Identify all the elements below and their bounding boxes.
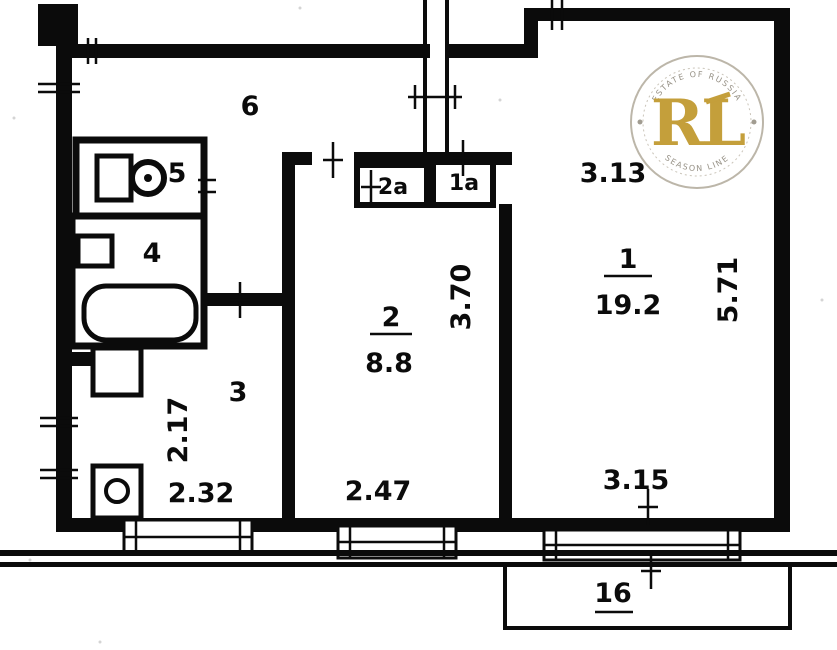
survey-tick-icon (550, 0, 564, 30)
top-wall-right (524, 8, 790, 21)
watermark-logo: ESTATE OF RUSSIA SEASON LINE RL (630, 55, 764, 189)
dim-room2-width: 2.47 (345, 476, 412, 507)
door-marks (38, 0, 661, 589)
bathtub-icon (81, 283, 199, 343)
hall-cabinet-icon (90, 345, 144, 398)
left-wall (56, 44, 72, 532)
watermark-disc (631, 56, 763, 188)
door-mark-icon (230, 282, 250, 318)
dim-hall-width: 2.32 (168, 478, 235, 509)
room-labels: 6 5 4 3 2 8.8 1 19.2 2а 1а 16 (143, 91, 662, 614)
scan-noise (12, 6, 824, 644)
dim-room1-depth: 5.71 (713, 257, 744, 324)
room-2-number: 2 (382, 302, 401, 333)
closet-2a-number: 2а (378, 175, 408, 200)
closet-1a-number: 1а (449, 171, 479, 196)
door-mark-icon (641, 553, 661, 589)
watermark-dot-left (637, 119, 643, 125)
toilet-bowl-center-icon (144, 174, 152, 182)
room2-left-wall (282, 152, 295, 525)
dim-hall-depth: 2.17 (163, 397, 194, 464)
door-mark-icon (453, 140, 473, 176)
survey-tick-icon (40, 416, 78, 428)
room-5-number: 5 (168, 158, 187, 189)
closet-2a-walls (354, 162, 430, 208)
watermark-ring (630, 55, 764, 189)
appliance-box-icon (90, 463, 144, 521)
toilet-bowl-icon (129, 159, 167, 197)
watermark-monogram: RL (651, 86, 745, 161)
monogram-crossbar-icon (705, 91, 731, 105)
room-1-area: 19.2 (595, 290, 662, 321)
watermark-dot-right (751, 119, 757, 125)
room-6-number: 6 (241, 91, 260, 122)
facade-lines (0, 550, 837, 630)
chimney-block (38, 4, 78, 46)
survey-tick-icon (38, 82, 80, 94)
balcony-outline (503, 567, 792, 630)
room-3-number: 3 (229, 377, 248, 408)
survey-tick-icon (198, 178, 216, 194)
right-wall (774, 8, 790, 532)
shaft-tick-icon (408, 85, 462, 109)
watermark-inner-ring (642, 67, 752, 177)
room2-right-wall (499, 204, 512, 525)
survey-tick-icon (40, 468, 78, 480)
top-wall-mid (447, 44, 532, 58)
cabinet-stub (72, 352, 93, 366)
door-mark-icon (638, 489, 658, 525)
top-wall-left (56, 44, 430, 58)
dimension-labels: 3.13 5.71 3.70 2.17 2.32 2.47 3.15 (163, 158, 744, 509)
survey-tick-icon (86, 38, 98, 64)
door-mark-icon (323, 142, 343, 178)
fixtures (72, 153, 199, 521)
balcony-number: 16 (594, 578, 632, 609)
dim-room2-depth: 3.70 (446, 264, 477, 331)
sink-icon (75, 233, 115, 269)
door-mark-icon (361, 170, 381, 204)
toilet-tank-icon (94, 153, 134, 203)
dim-balcony-width: 3.15 (603, 465, 670, 496)
dim-room1-width: 3.13 (580, 158, 647, 189)
room-2-area: 8.8 (365, 348, 413, 379)
window-1 (122, 518, 254, 556)
vent-shaft (423, 0, 449, 160)
room-4-number: 4 (143, 238, 162, 269)
facade-line-upper (0, 550, 837, 556)
room-1-number: 1 (619, 244, 638, 275)
appliance-dial-icon (104, 478, 130, 504)
facade-line-lower (0, 562, 837, 567)
